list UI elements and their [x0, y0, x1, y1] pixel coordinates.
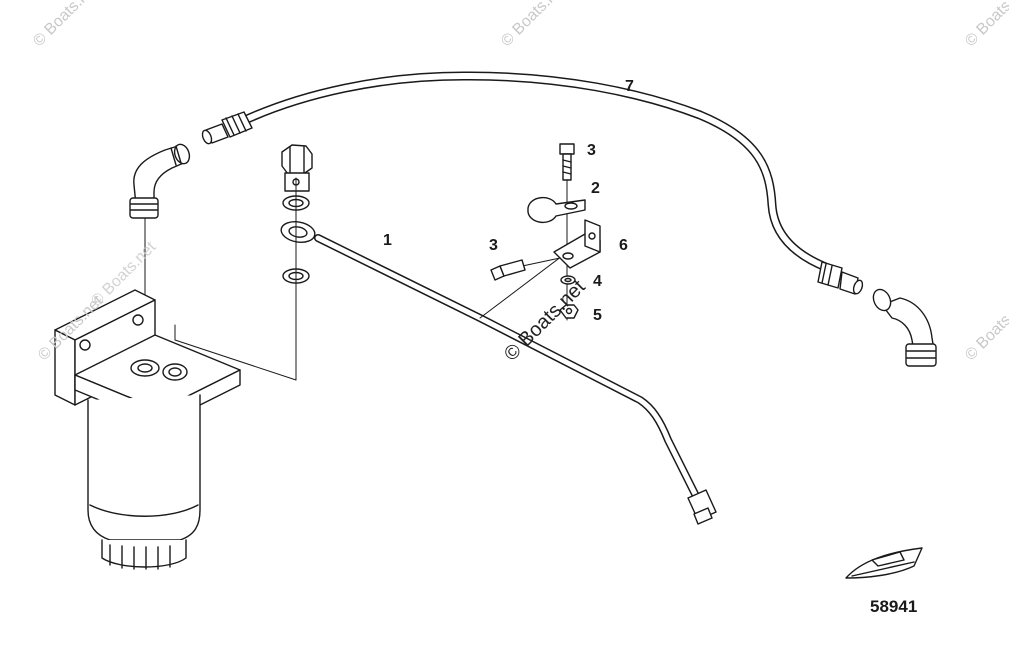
- fuel-line-7: [240, 71, 833, 273]
- callout-7: 7: [625, 78, 634, 95]
- bolt-3-vertical: [559, 143, 575, 181]
- callout-3-upper: 3: [587, 142, 596, 159]
- fitting-right-7: [817, 261, 864, 295]
- callout-3-lower: 3: [489, 237, 498, 254]
- callout-6: 6: [619, 237, 628, 254]
- elbow-hose-right: [872, 288, 937, 367]
- callout-1: 1: [383, 232, 392, 249]
- clamp-2: [527, 197, 586, 223]
- fuel-line-1: [280, 221, 717, 525]
- callout-5: 5: [593, 307, 602, 324]
- washer-4: [560, 275, 576, 285]
- banjo-bolt: [281, 144, 313, 192]
- bracket-6: [553, 219, 601, 269]
- boat-icon: [845, 547, 923, 579]
- callout-2: 2: [591, 180, 600, 197]
- fitting-left-7: [201, 111, 253, 145]
- diagram-number: 58941: [870, 597, 918, 616]
- bolt-3-horizontal: [490, 259, 526, 281]
- nut-5: [559, 304, 579, 319]
- elbow-hose-left: [129, 143, 191, 219]
- fuel-filter-assembly: [54, 289, 241, 570]
- callout-4: 4: [593, 273, 602, 290]
